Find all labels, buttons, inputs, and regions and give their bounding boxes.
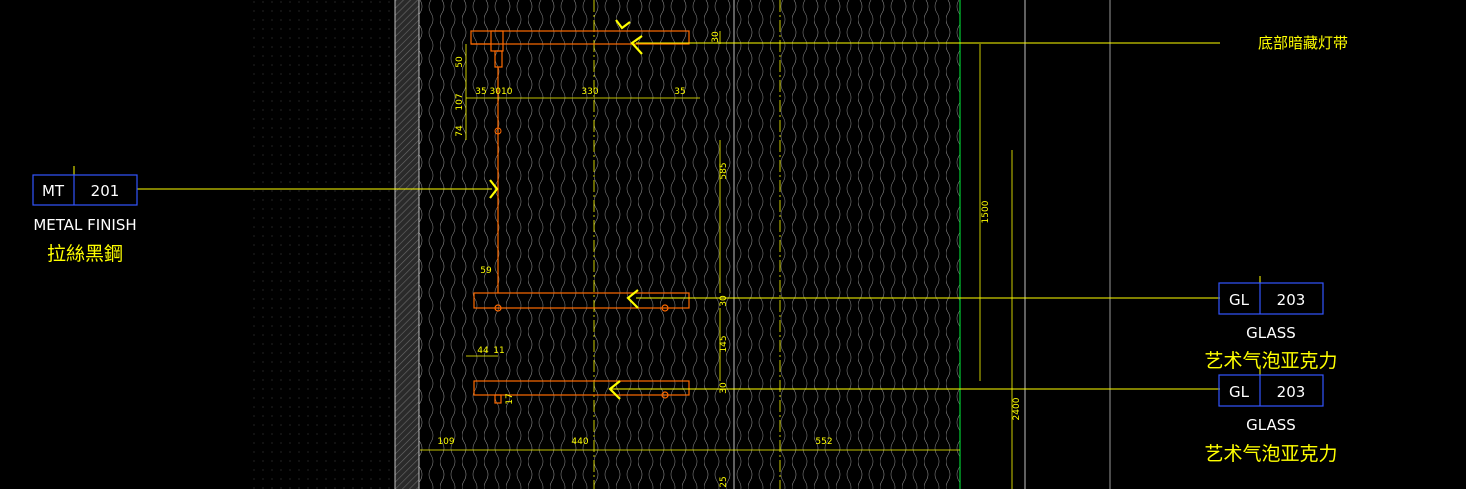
dim-440: 440 — [571, 437, 588, 447]
dim-552: 552 — [815, 437, 832, 447]
tag-label-en-metal-finish: METAL FINISH — [33, 216, 136, 234]
tag-code-mt: MT — [42, 182, 65, 200]
tag-number-201: 201 — [91, 182, 120, 200]
dotted-substrate — [247, 0, 395, 489]
tag-label-cn-gl203-b: 艺术气泡亚克力 — [1204, 443, 1337, 465]
dim-30-low: 30 — [719, 382, 729, 394]
material-tag-gl203-a: GL 203 GLASS 艺术气泡亚克力 — [1204, 282, 1338, 372]
material-tag-mt201: MT 201 METAL FINISH 拉絲黑鋼 — [32, 174, 138, 265]
dim-30-mid: 30 — [719, 295, 729, 307]
dim-17: 17 — [505, 393, 515, 404]
dim-330: 330 — [581, 87, 598, 97]
dim-585: 585 — [719, 162, 729, 179]
dim-109: 109 — [437, 437, 454, 447]
glass-shelf-lower — [473, 380, 690, 404]
dim-107: 107 — [455, 93, 465, 110]
tag-code-gl-a: GL — [1229, 291, 1250, 309]
wall-hatch — [395, 0, 419, 489]
dim-1500: 1500 — [981, 200, 991, 223]
dim-25: 25 — [719, 476, 729, 487]
tag-label-cn-mt201: 拉絲黑鋼 — [47, 243, 123, 265]
dim-11: 11 — [493, 346, 504, 356]
light-strip-label: 底部暗藏灯带 — [1258, 34, 1348, 52]
tag-code-gl-b: GL — [1229, 383, 1250, 401]
dim-50: 50 — [455, 56, 465, 68]
material-tag-gl203-b: GL 203 GLASS 艺术气泡亚克力 — [1204, 374, 1338, 465]
dim-30-top: 30 — [711, 31, 721, 43]
tag-number-203-a: 203 — [1277, 291, 1306, 309]
dim-59: 59 — [480, 266, 492, 276]
dim-44: 44 — [477, 346, 489, 356]
dim-35-left: 35 — [475, 87, 486, 97]
dim-35-right: 35 — [674, 87, 685, 97]
arrowhead-group — [489, 19, 643, 400]
dim-74: 74 — [455, 125, 465, 137]
glass-shelf-upper — [473, 292, 690, 312]
dimension-lines — [420, 31, 1013, 489]
dim-3010: 3010 — [490, 87, 513, 97]
dim-145: 145 — [719, 335, 729, 352]
tag-label-en-glass-a: GLASS — [1246, 324, 1296, 342]
tag-number-203-b: 203 — [1277, 383, 1306, 401]
tag-label-cn-gl203-a: 艺术气泡亚克力 — [1204, 350, 1337, 372]
dim-2400: 2400 — [1012, 397, 1022, 420]
bubble-acrylic-pattern — [419, 0, 960, 489]
top-light-trough-profile — [470, 30, 690, 68]
tag-label-en-glass-b: GLASS — [1246, 416, 1296, 434]
fixing-point-1 — [494, 127, 502, 135]
